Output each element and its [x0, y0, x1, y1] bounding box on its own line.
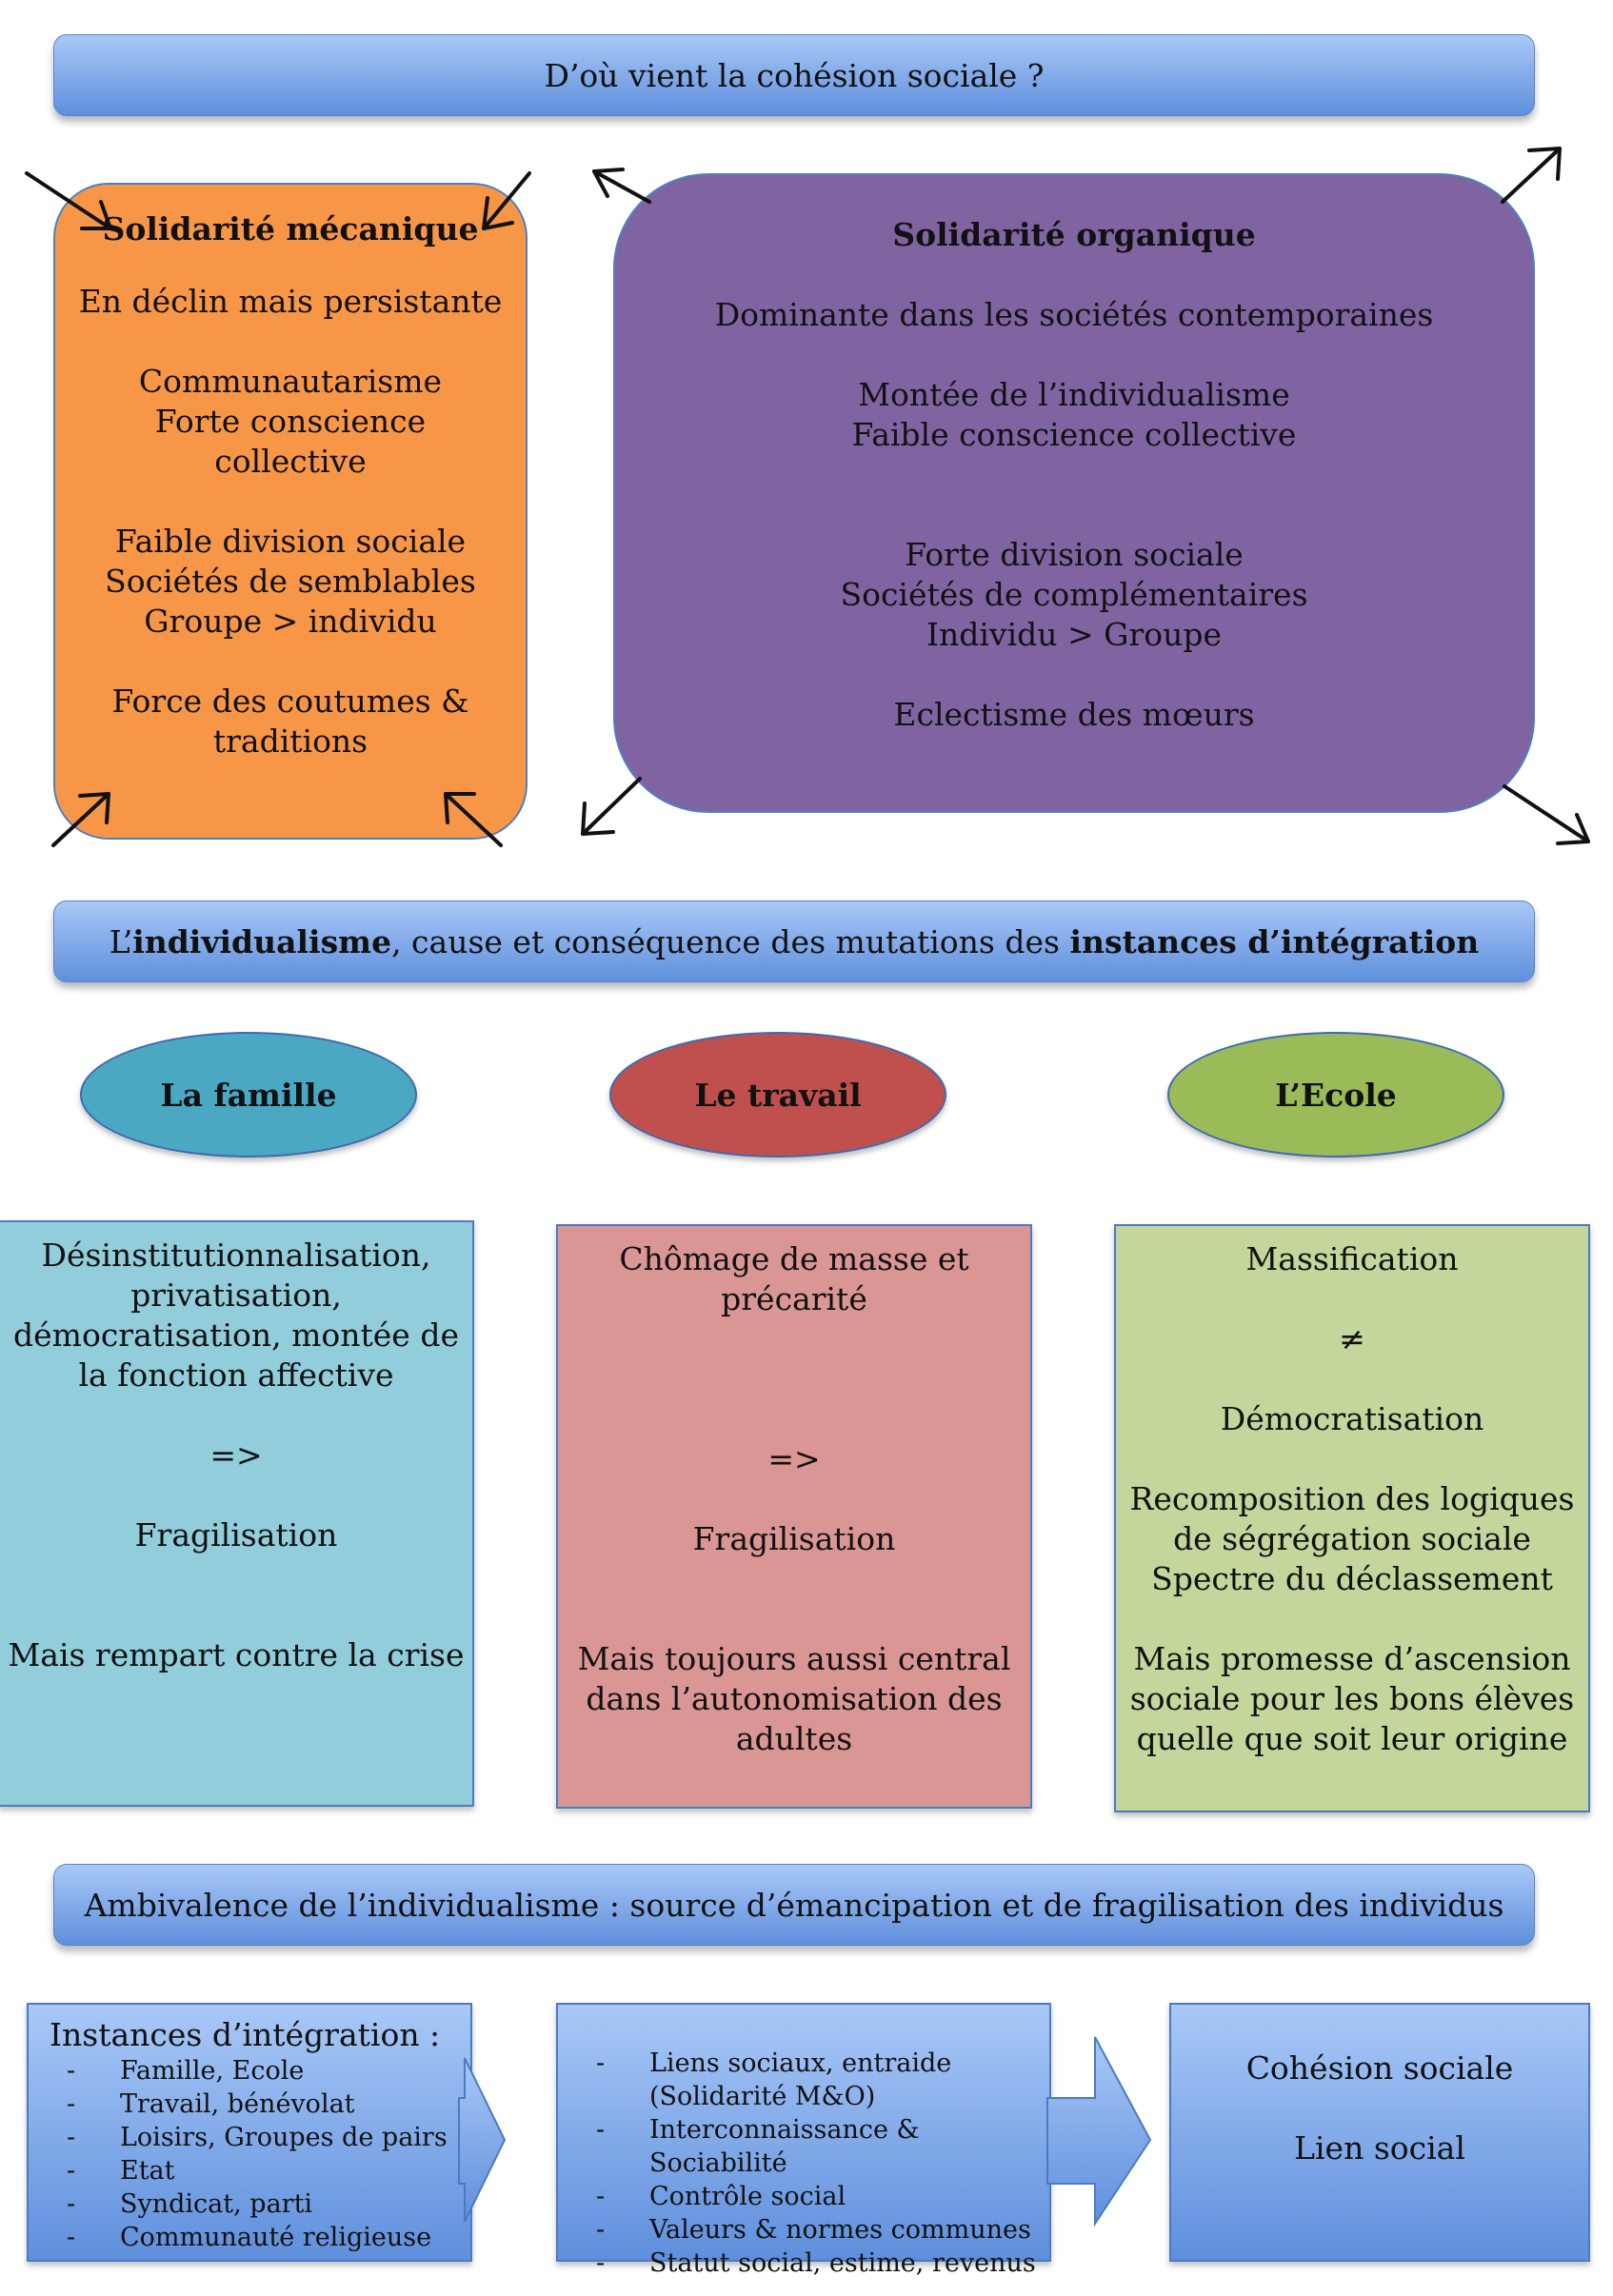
work-para-2: =>: [767, 1440, 821, 1477]
organic-title: Solidarité organique: [892, 216, 1256, 253]
cohesion-box: Cohésion sociale Lien social: [1169, 2003, 1590, 2262]
flow-arrow-1-icon: [468, 2064, 507, 2066]
arrow-inward-bottom-left-icon: [51, 792, 110, 847]
social-links-box: Liens sociaux, entraide (Solidarité M&O)…: [556, 2003, 1051, 2280]
integration-instance-item: Travail, bénévolat: [29, 2088, 470, 2121]
school-para-1: Massification: [1245, 1240, 1459, 1277]
oval-work-label: Le travail: [694, 1076, 862, 1114]
arrow-outward-bottom-right-icon: [1503, 784, 1590, 845]
oval-work: Le travail: [609, 1032, 946, 1158]
flow-arrow-second-icon: [1046, 2036, 1152, 2227]
organic-para-2: Montée de l’individualisme Faible consci…: [851, 376, 1297, 453]
card-school: Massification ≠ Démocratisation Recompos…: [1114, 1224, 1590, 1812]
oval-family-label: La famille: [160, 1076, 337, 1114]
individualism-bold-2: instances d’intégration: [1069, 922, 1480, 960]
social-links-list: Liens sociaux, entraide (Solidarité M&O)…: [558, 2047, 1049, 2280]
integration-instances-title: Instances d’intégration :: [50, 2016, 441, 2053]
arrow-outward-top-left-icon: [592, 168, 651, 204]
arrow-outward-bottom-left-icon: [581, 777, 642, 836]
title-banner: D’où vient la cohésion sociale ?: [53, 34, 1535, 116]
school-para-2: ≠: [1339, 1320, 1365, 1357]
mechanical-para-4: Force des coutumes & traditions: [111, 683, 469, 760]
title-banner-text: D’où vient la cohésion sociale ?: [544, 56, 1045, 94]
school-para-4: Recomposition des logiques de ségrégatio…: [1129, 1480, 1575, 1597]
integration-instance-item: Etat: [29, 2154, 470, 2187]
school-para-5: Mais promesse d’ascension sociale pour l…: [1129, 1640, 1575, 1757]
integration-instances-box: Instances d’intégration : Famille, Ecole…: [27, 2003, 472, 2262]
individualism-bold-1: individualisme: [132, 922, 392, 960]
integration-instance-item: Communauté religieuse: [29, 2221, 470, 2254]
work-para-1: Chômage de masse et précarité: [619, 1240, 969, 1317]
work-para-4: Mais toujours aussi central dans l’auton…: [577, 1640, 1011, 1757]
social-link-item: Valeurs & normes communes: [558, 2213, 1049, 2247]
family-para-1: Désinstitutionnalisation, privatisation,…: [13, 1237, 459, 1394]
individualism-part-2: , cause et conséquence des mutations des: [391, 922, 1070, 960]
oval-school-label: L’Ecole: [1275, 1076, 1397, 1114]
family-para-3: Fragilisation: [134, 1516, 338, 1554]
arrow-inward-top-right-icon: [482, 171, 531, 230]
family-para-2: =>: [209, 1436, 263, 1474]
mechanical-para-2: Communautarisme Forte conscience collect…: [138, 363, 443, 480]
family-para-4: Mais rempart contre la crise: [8, 1636, 465, 1673]
social-link-item: Liens sociaux, entraide (Solidarité M&O): [558, 2047, 1049, 2113]
mechanical-para-1: En déclin mais persistante: [78, 283, 503, 320]
arrow-outward-top-right-icon: [1501, 147, 1562, 204]
integration-instance-item: Syndicat, parti: [29, 2187, 470, 2221]
individualism-banner-text: L’individualisme, cause et conséquence d…: [110, 923, 1480, 960]
social-link-item: Statut social, estime, revenus: [558, 2247, 1049, 2280]
organic-solidarity-box: Solidarité organique Dominante dans les …: [613, 173, 1535, 813]
cohesion-line-2: Lien social: [1294, 2129, 1465, 2167]
flow-arrow-second-head-icon: [1051, 2098, 1122, 2193]
work-para-3: Fragilisation: [692, 1520, 896, 1557]
mechanical-para-3: Faible division sociale Sociétés de semb…: [105, 523, 476, 640]
social-link-item: Interconnaissance & Sociabilité: [558, 2113, 1049, 2180]
mechanical-solidarity-box: Solidarité mécanique En déclin mais pers…: [53, 183, 528, 840]
integration-instance-item: Famille, Ecole: [29, 2054, 470, 2088]
organic-para-4: Eclectisme des mœurs: [893, 696, 1255, 733]
mechanical-title: Solidarité mécanique: [102, 210, 479, 247]
cohesion-line-1: Cohésion sociale: [1245, 2049, 1514, 2087]
oval-family: La famille: [80, 1032, 417, 1158]
school-para-3: Démocratisation: [1220, 1400, 1484, 1437]
social-link-item: Contrôle social: [558, 2180, 1049, 2213]
arrow-inward-bottom-right-icon: [444, 792, 503, 847]
ambivalence-banner-text: Ambivalence de l’individualisme : source…: [84, 1886, 1504, 1924]
integration-instance-item: Loisirs, Groupes de pairs: [29, 2121, 470, 2154]
solidarity-arrows: [25, 147, 1590, 847]
individualism-part-1: L’: [109, 922, 133, 960]
individualism-banner: L’individualisme, cause et conséquence d…: [53, 901, 1535, 982]
card-work: Chômage de masse et précarité => Fragili…: [556, 1224, 1032, 1809]
ambivalence-banner: Ambivalence de l’individualisme : source…: [53, 1864, 1535, 1946]
oval-school: L’Ecole: [1167, 1032, 1504, 1158]
organic-para-3: Forte division sociale Sociétés de compl…: [840, 536, 1308, 653]
organic-para-1: Dominante dans les sociétés contemporain…: [714, 296, 1434, 333]
card-family: Désinstitutionnalisation, privatisation,…: [0, 1220, 474, 1807]
integration-instances-list: Famille, EcoleTravail, bénévolatLoisirs,…: [29, 2054, 470, 2254]
arrow-inward-top-left-icon: [25, 171, 112, 230]
